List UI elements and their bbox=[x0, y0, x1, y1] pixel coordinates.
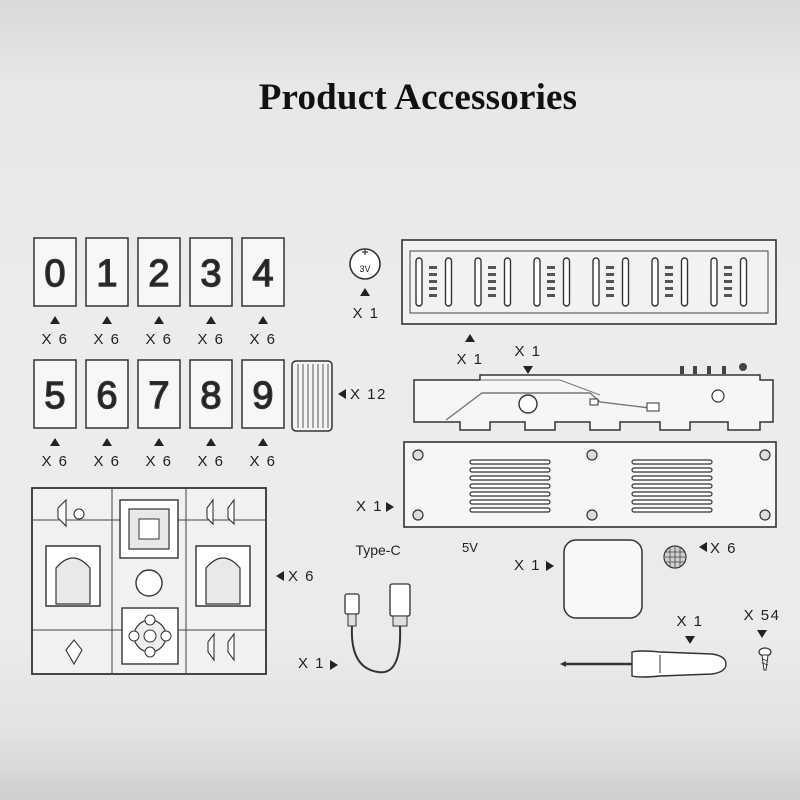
up-arrow-icon bbox=[258, 316, 268, 324]
spacer-column: X 12 bbox=[291, 360, 387, 432]
battery-voltage-label: 3V bbox=[359, 264, 370, 274]
display-pcb: X 1 bbox=[401, 239, 777, 368]
cable-arrow-icon bbox=[330, 660, 338, 670]
digit-glyph: 1 bbox=[96, 253, 117, 295]
digit-card-8: 8 X 6 bbox=[189, 359, 233, 470]
digit-card-7: 7 X 6 bbox=[137, 359, 181, 470]
battery-qty: X 1 bbox=[352, 305, 379, 322]
digit-qty: X 6 bbox=[197, 453, 224, 470]
digit-qty: X 6 bbox=[41, 331, 68, 348]
pcb-contacts bbox=[415, 257, 748, 307]
digit-qty: X 6 bbox=[197, 331, 224, 348]
digit-glyph: 4 bbox=[252, 253, 273, 295]
power-adapter: 5V X 1 bbox=[462, 539, 643, 619]
up-arrow-icon bbox=[50, 438, 60, 446]
digit-qty: X 6 bbox=[93, 331, 120, 348]
usb-type-c-cable: Type-C X 1 bbox=[298, 542, 411, 674]
digit-glyph: 5 bbox=[44, 375, 65, 417]
digit-card-4: 4 X 6 bbox=[241, 237, 285, 348]
digit-glyph: 0 bbox=[44, 253, 65, 295]
digit-glyph: 2 bbox=[148, 253, 169, 295]
base-frame-assembly: X 1 bbox=[413, 343, 774, 431]
digit-qty: X 6 bbox=[93, 453, 120, 470]
digit-card-1: 1 X 6 bbox=[85, 237, 129, 348]
up-arrow-icon bbox=[206, 438, 216, 446]
frame-sprue: X 6 bbox=[31, 487, 315, 675]
digit-card-0: 0 X 6 bbox=[33, 237, 77, 348]
digit-qty: X 6 bbox=[249, 331, 276, 348]
digit-qty: X 6 bbox=[145, 331, 172, 348]
back-cover: X 1 bbox=[356, 441, 777, 528]
digit-qty: X 6 bbox=[249, 453, 276, 470]
screwdriver-arrow-icon bbox=[685, 636, 695, 644]
digit-card-6: 6 X 6 bbox=[85, 359, 129, 470]
digit-glyph: 6 bbox=[96, 375, 117, 417]
frame-arrow-icon bbox=[276, 571, 284, 581]
digit-glyph: 7 bbox=[148, 375, 169, 417]
digit-qty: X 6 bbox=[41, 453, 68, 470]
up-arrow-icon bbox=[102, 438, 112, 446]
adapter-qty: X 1 bbox=[514, 557, 541, 574]
digit-card-3: 3 X 6 bbox=[189, 237, 233, 348]
spacer-qty: X 12 bbox=[350, 386, 387, 403]
battery-arrow-icon bbox=[360, 288, 370, 296]
digit-glyph: 3 bbox=[200, 253, 221, 295]
back-cover-qty: X 1 bbox=[356, 498, 383, 515]
screwdriver-qty: X 1 bbox=[676, 613, 703, 630]
frame-sprue-qty: X 6 bbox=[288, 568, 315, 585]
cable-qty: X 1 bbox=[298, 655, 325, 672]
screws-qty: X 54 bbox=[744, 607, 781, 624]
adapter-voltage-label: 5V bbox=[462, 540, 478, 555]
up-arrow-icon bbox=[154, 316, 164, 324]
adapter-arrow-icon bbox=[546, 561, 554, 571]
vent-slots bbox=[469, 459, 713, 513]
mesh-pad: X 6 bbox=[663, 540, 737, 569]
digit-qty: X 6 bbox=[145, 453, 172, 470]
type-c-label: Type-C bbox=[355, 542, 400, 558]
up-arrow-icon bbox=[206, 316, 216, 324]
mesh-arrow-icon bbox=[699, 542, 707, 552]
back-cover-arrow-icon bbox=[386, 502, 394, 512]
digit-cards: 0 X 6 1 X 6 2 X 6 3 X 6 4 X 6 5 X 6 6 X 6 7 X 6 8 X 6 9 X 6 bbox=[33, 237, 285, 470]
digit-glyph: 8 bbox=[200, 375, 221, 417]
pcb-qty: X 1 bbox=[456, 351, 483, 368]
up-arrow-icon bbox=[154, 438, 164, 446]
up-arrow-icon bbox=[50, 316, 60, 324]
digit-card-2: 2 X 6 bbox=[137, 237, 181, 348]
up-arrow-icon bbox=[102, 316, 112, 324]
up-arrow-icon bbox=[258, 438, 268, 446]
cable-assembly-arrow-icon bbox=[523, 366, 533, 374]
digit-glyph: 9 bbox=[252, 375, 273, 417]
screws: X 54 bbox=[744, 607, 781, 671]
digit-card-9: 9 X 6 bbox=[241, 359, 285, 470]
screws-arrow-icon bbox=[757, 630, 767, 638]
pcb-arrow-icon bbox=[465, 334, 475, 342]
spacer-arrow-icon bbox=[338, 389, 346, 399]
cable-assembly-qty: X 1 bbox=[514, 343, 541, 360]
coin-battery: 3V X 1 bbox=[349, 248, 381, 322]
screwdriver: X 1 bbox=[560, 613, 727, 678]
page-title: Product Accessories bbox=[258, 77, 578, 118]
mesh-qty: X 6 bbox=[710, 540, 737, 557]
digit-card-5: 5 X 6 bbox=[33, 359, 77, 470]
